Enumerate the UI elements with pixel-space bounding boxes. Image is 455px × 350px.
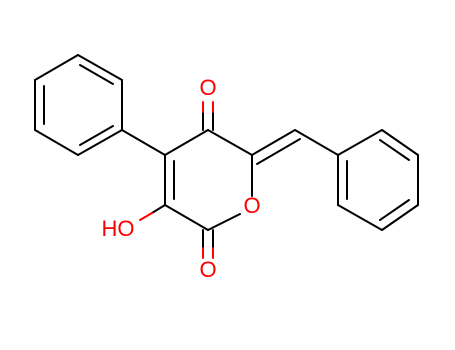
- left-phenyl-ring: [34, 54, 123, 156]
- bond: [337, 129, 383, 156]
- bond-c2-c3: [164, 204, 209, 231]
- bond: [381, 129, 419, 156]
- bond: [251, 129, 296, 156]
- bond: [139, 212, 153, 221]
- oxygen-bottom-label: O: [199, 257, 216, 282]
- bond: [256, 138, 301, 165]
- hydroxyl-label: HO: [102, 216, 135, 241]
- bond: [151, 204, 166, 214]
- bottom-carbonyl: [202, 229, 214, 259]
- bond-inner: [379, 199, 410, 221]
- bond-ch-phenyl: [294, 129, 339, 156]
- right-phenyl-ring: [337, 129, 419, 231]
- oxygen-top-label: O: [199, 75, 216, 100]
- bond: [77, 54, 123, 81]
- pyranone-ring: [164, 129, 253, 231]
- exocyclic-double-bond: [251, 129, 301, 165]
- bond-inner: [79, 64, 114, 85]
- bond: [34, 129, 79, 156]
- bond: [77, 129, 123, 156]
- bond-c5-c6: [207, 129, 253, 156]
- bond-c4-c5: [164, 129, 209, 156]
- bond-o-c2: [207, 213, 241, 231]
- bond-phenyl-c4: [121, 129, 166, 156]
- bond-inner: [79, 125, 114, 146]
- top-carbonyl: [202, 101, 214, 131]
- oxygen-ring-label: O: [243, 193, 260, 218]
- bond: [337, 204, 383, 231]
- bond: [34, 54, 79, 81]
- bond: [381, 204, 419, 231]
- hydroxyl-bond: [139, 204, 166, 221]
- bond-inner: [379, 139, 410, 161]
